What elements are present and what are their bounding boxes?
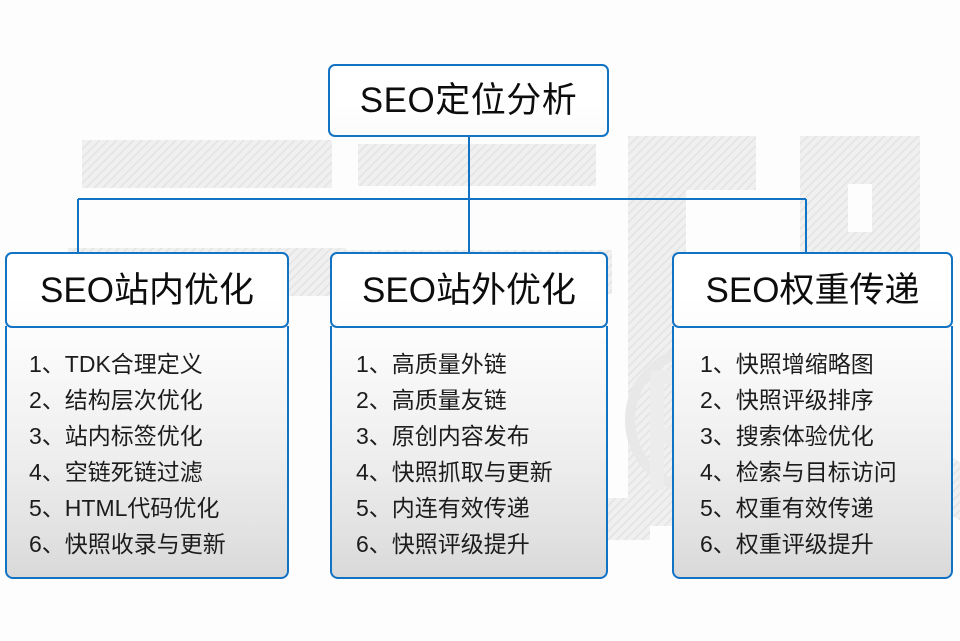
- list-item[interactable]: 5、权重有效传递: [700, 495, 874, 521]
- branch-body-seo-weight: 1、快照增缩略图 2、快照评级排序 3、搜索体验优化 4、检索与目标访问 5、权…: [672, 326, 953, 579]
- branch-column-seo-offsite: SEO站外优化 1、高质量外链 2、高质量友链 3、原创内容发布 4、快照抓取与…: [330, 252, 608, 579]
- branch-header-seo-onsite[interactable]: SEO站内优化: [5, 252, 289, 328]
- list-item[interactable]: 4、快照抓取与更新: [356, 459, 553, 485]
- branch-header-seo-offsite[interactable]: SEO站外优化: [330, 252, 608, 328]
- list-item[interactable]: 1、高质量外链: [356, 351, 507, 377]
- branch-column-seo-onsite: SEO站内优化 1、TDK合理定义 2、结构层次优化 3、站内标签优化 4、空链…: [5, 252, 289, 579]
- root-node-title: SEO定位分析: [359, 81, 578, 120]
- list-item[interactable]: 2、结构层次优化: [29, 387, 203, 413]
- list-item[interactable]: 1、TDK合理定义: [29, 351, 203, 377]
- list-item[interactable]: 6、快照收录与更新: [29, 531, 226, 557]
- item-list-seo-weight: 1、快照增缩略图 2、快照评级排序 3、搜索体验优化 4、检索与目标访问 5、权…: [674, 346, 951, 562]
- branch-header-title: SEO权重传递: [705, 270, 920, 310]
- list-item[interactable]: 6、快照评级提升: [356, 531, 530, 557]
- item-list-seo-offsite: 1、高质量外链 2、高质量友链 3、原创内容发布 4、快照抓取与更新 5、内连有…: [332, 346, 606, 562]
- branch-column-seo-weight: SEO权重传递 1、快照增缩略图 2、快照评级排序 3、搜索体验优化 4、检索与…: [672, 252, 953, 579]
- branch-body-seo-offsite: 1、高质量外链 2、高质量友链 3、原创内容发布 4、快照抓取与更新 5、内连有…: [330, 326, 608, 579]
- branch-header-seo-weight[interactable]: SEO权重传递: [672, 252, 953, 328]
- list-item[interactable]: 5、内连有效传递: [356, 495, 530, 521]
- branch-body-seo-onsite: 1、TDK合理定义 2、结构层次优化 3、站内标签优化 4、空链死链过滤 5、H…: [5, 326, 289, 579]
- list-item[interactable]: 5、HTML代码优化: [29, 495, 220, 521]
- list-item[interactable]: 2、快照评级排序: [700, 387, 874, 413]
- branch-header-title: SEO站内优化: [40, 270, 254, 310]
- item-list-seo-onsite: 1、TDK合理定义 2、结构层次优化 3、站内标签优化 4、空链死链过滤 5、H…: [7, 346, 287, 562]
- list-item[interactable]: 2、高质量友链: [356, 387, 507, 413]
- branch-header-title: SEO站外优化: [362, 270, 576, 310]
- list-item[interactable]: 4、检索与目标访问: [700, 459, 897, 485]
- list-item[interactable]: 4、空链死链过滤: [29, 459, 203, 485]
- list-item[interactable]: 3、原创内容发布: [356, 423, 530, 449]
- list-item[interactable]: 3、站内标签优化: [29, 423, 203, 449]
- list-item[interactable]: 3、搜索体验优化: [700, 423, 874, 449]
- list-item[interactable]: 1、快照增缩略图: [700, 351, 874, 377]
- list-item[interactable]: 6、权重评级提升: [700, 531, 874, 557]
- root-node[interactable]: SEO定位分析: [328, 64, 609, 137]
